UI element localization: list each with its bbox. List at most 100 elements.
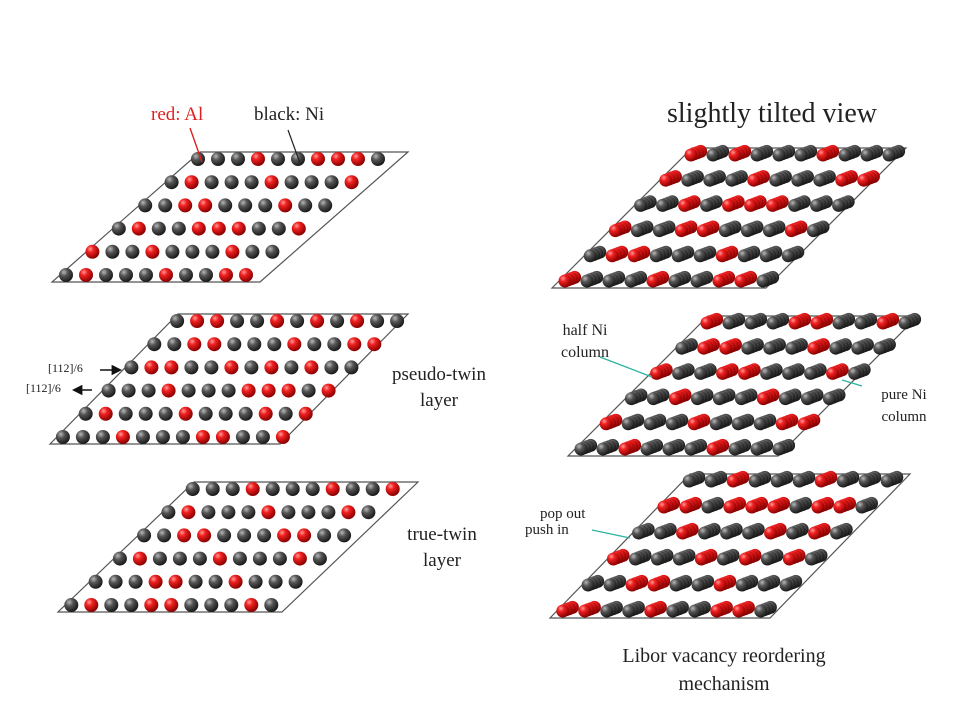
al-atom bbox=[144, 598, 159, 612]
al-atom bbox=[712, 274, 726, 288]
ni-atom bbox=[880, 474, 894, 488]
al-atom bbox=[788, 316, 802, 330]
ni-atom bbox=[185, 244, 200, 259]
al-atom bbox=[159, 268, 173, 282]
ni-atom bbox=[172, 551, 187, 566]
ni-atom bbox=[238, 406, 253, 421]
al-atom bbox=[85, 244, 100, 259]
ni-atom bbox=[703, 173, 717, 187]
ni-atom bbox=[634, 198, 648, 212]
ni-atom bbox=[682, 474, 696, 488]
ni-atom bbox=[766, 316, 780, 330]
al-atom bbox=[738, 366, 752, 380]
ni-atom bbox=[111, 221, 126, 236]
al-atom bbox=[644, 604, 658, 618]
ni-atom bbox=[257, 528, 272, 543]
ni-atom bbox=[112, 551, 127, 566]
ni-atom bbox=[147, 337, 162, 352]
al-atom bbox=[797, 417, 811, 431]
ni-atom bbox=[656, 198, 670, 212]
ni-atom bbox=[175, 430, 190, 444]
ni-atom bbox=[650, 552, 664, 566]
al-atom bbox=[261, 505, 276, 520]
ni-atom bbox=[121, 383, 136, 398]
ni-atom bbox=[665, 417, 679, 431]
ni-atom bbox=[855, 500, 869, 514]
ni-atom bbox=[759, 249, 773, 263]
ni-atom bbox=[128, 574, 143, 589]
ni-atom bbox=[152, 551, 167, 566]
al-atom bbox=[341, 505, 356, 520]
ni-atom bbox=[268, 574, 283, 589]
middle-left-lattice bbox=[48, 313, 410, 445]
ni-atom bbox=[624, 392, 638, 406]
al-atom bbox=[258, 406, 273, 421]
al-atom bbox=[168, 574, 183, 589]
ni-atom bbox=[184, 360, 199, 375]
al-atom bbox=[719, 341, 733, 355]
al-atom bbox=[782, 552, 796, 566]
al-atom bbox=[811, 500, 825, 514]
ni-atom bbox=[170, 314, 185, 328]
ni-atom bbox=[244, 175, 259, 190]
al-atom bbox=[310, 314, 325, 328]
al-atom bbox=[79, 268, 93, 282]
ni-atom bbox=[317, 528, 332, 543]
al-atom bbox=[198, 198, 213, 213]
al-atom bbox=[148, 574, 163, 589]
al-atom bbox=[766, 198, 780, 212]
al-atom bbox=[710, 604, 724, 618]
al-atom bbox=[627, 249, 641, 263]
al-atom bbox=[618, 442, 632, 456]
al-atom bbox=[131, 221, 146, 236]
ni-atom bbox=[119, 268, 133, 282]
al-atom bbox=[876, 316, 890, 330]
ni-atom bbox=[105, 244, 120, 259]
al-atom bbox=[210, 314, 225, 328]
ni-atom bbox=[75, 430, 90, 444]
ni-atom bbox=[99, 268, 113, 282]
al-atom bbox=[605, 249, 619, 263]
ni-atom bbox=[135, 430, 150, 444]
ni-atom bbox=[669, 578, 683, 592]
al-atom bbox=[321, 383, 336, 398]
ni-atom bbox=[330, 314, 345, 328]
ni-atom bbox=[361, 505, 376, 520]
ni-atom bbox=[278, 406, 293, 421]
lattice-frame bbox=[550, 147, 908, 289]
al-atom bbox=[747, 173, 761, 187]
ni-atom bbox=[794, 148, 808, 162]
ni-atom bbox=[305, 482, 320, 496]
ni-atom bbox=[735, 578, 749, 592]
ni-atom bbox=[281, 505, 296, 520]
ni-atom bbox=[858, 474, 872, 488]
al-atom bbox=[197, 528, 212, 543]
ni-atom bbox=[258, 198, 273, 213]
bottom-right-lattice bbox=[548, 470, 912, 619]
ni-atom bbox=[171, 221, 186, 236]
ni-atom bbox=[672, 366, 686, 380]
ni-atom bbox=[95, 430, 110, 444]
al-atom bbox=[687, 417, 701, 431]
ni-atom bbox=[624, 274, 638, 288]
ni-atom bbox=[161, 505, 176, 520]
al-atom bbox=[679, 500, 693, 514]
al-atom bbox=[668, 392, 682, 406]
al-atom bbox=[606, 552, 620, 566]
al-atom bbox=[191, 221, 206, 236]
al-atom bbox=[857, 173, 871, 187]
pure-ni-pointer-line bbox=[841, 379, 863, 387]
ni-atom bbox=[158, 406, 173, 421]
al-atom bbox=[385, 482, 400, 496]
ni-atom bbox=[675, 341, 689, 355]
ni-atom bbox=[255, 430, 270, 444]
ni-atom bbox=[698, 526, 712, 540]
al-atom bbox=[810, 316, 824, 330]
al-atom bbox=[241, 383, 256, 398]
ni-atom bbox=[390, 314, 405, 328]
al-atom bbox=[625, 578, 639, 592]
ni-atom bbox=[245, 244, 260, 259]
al-atom bbox=[744, 198, 758, 212]
ni-atom bbox=[230, 314, 245, 328]
ni-atom bbox=[778, 392, 792, 406]
